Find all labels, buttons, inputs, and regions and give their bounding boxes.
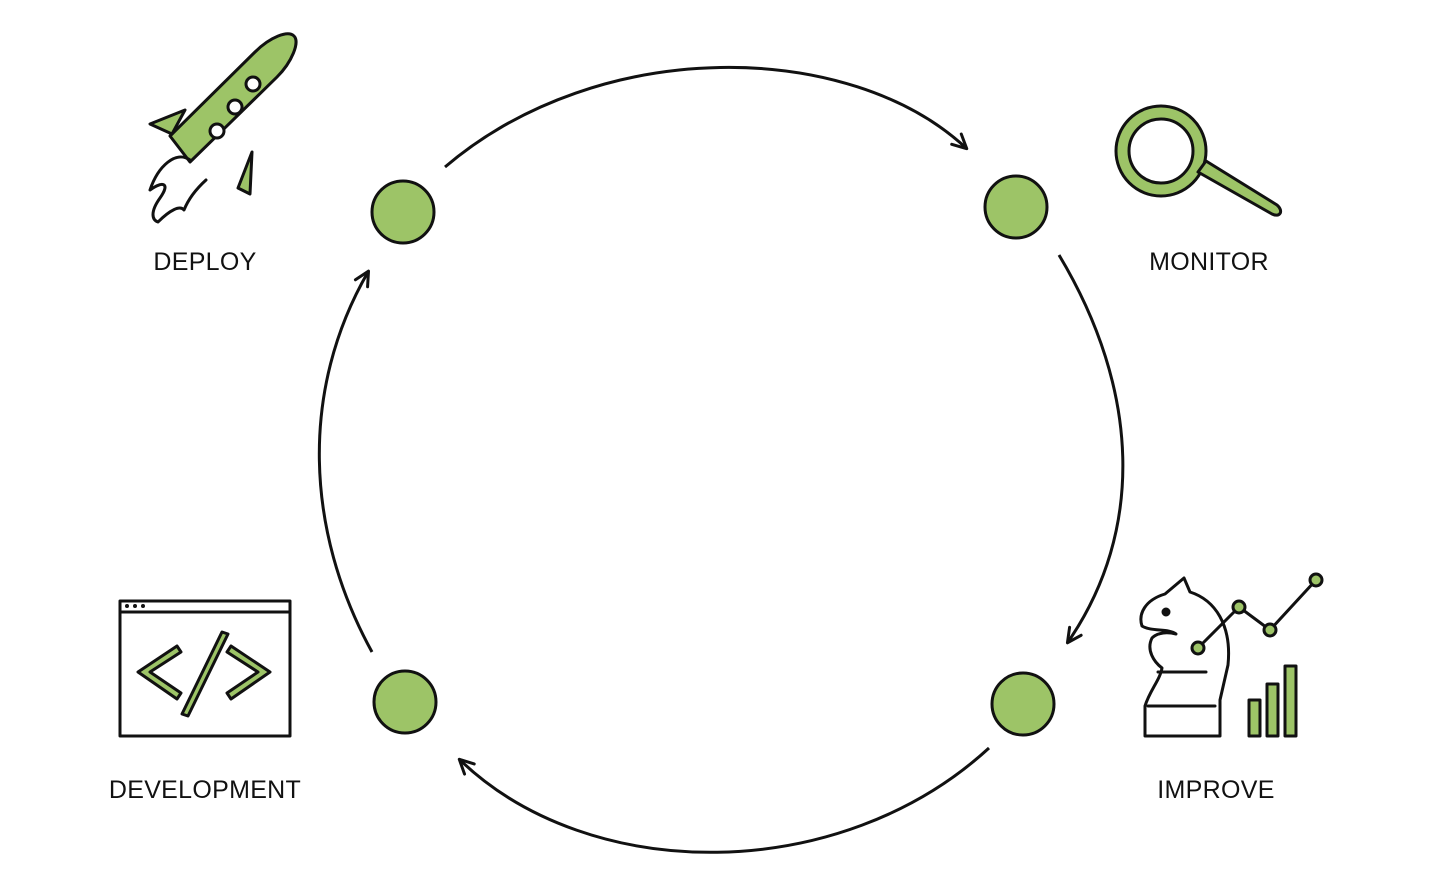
node-development — [372, 669, 438, 735]
stage-label-improve: IMPROVE — [1157, 776, 1274, 804]
node-improve — [990, 671, 1056, 737]
code-window-icon — [118, 599, 292, 738]
stage-label-deploy: DEPLOY — [153, 248, 256, 276]
arrow-improve-to-development — [457, 746, 991, 854]
node-deploy — [370, 179, 436, 245]
rocket-icon — [148, 32, 298, 224]
stage-label-development: DEVELOPMENT — [109, 776, 301, 804]
arrow-development-to-deploy — [317, 269, 374, 653]
cycle-arrows — [317, 65, 1125, 854]
stage-label-monitor: MONITOR — [1149, 248, 1269, 276]
chess-knight-growth-chart-icon — [1139, 572, 1324, 738]
arrow-monitor-to-improve — [1057, 254, 1125, 645]
node-monitor — [983, 174, 1049, 240]
magnifier-icon — [1114, 104, 1283, 217]
stage-nodes — [370, 174, 1056, 737]
chess-knight-icon — [1139, 576, 1231, 738]
arrow-deploy-to-monitor — [444, 65, 969, 169]
